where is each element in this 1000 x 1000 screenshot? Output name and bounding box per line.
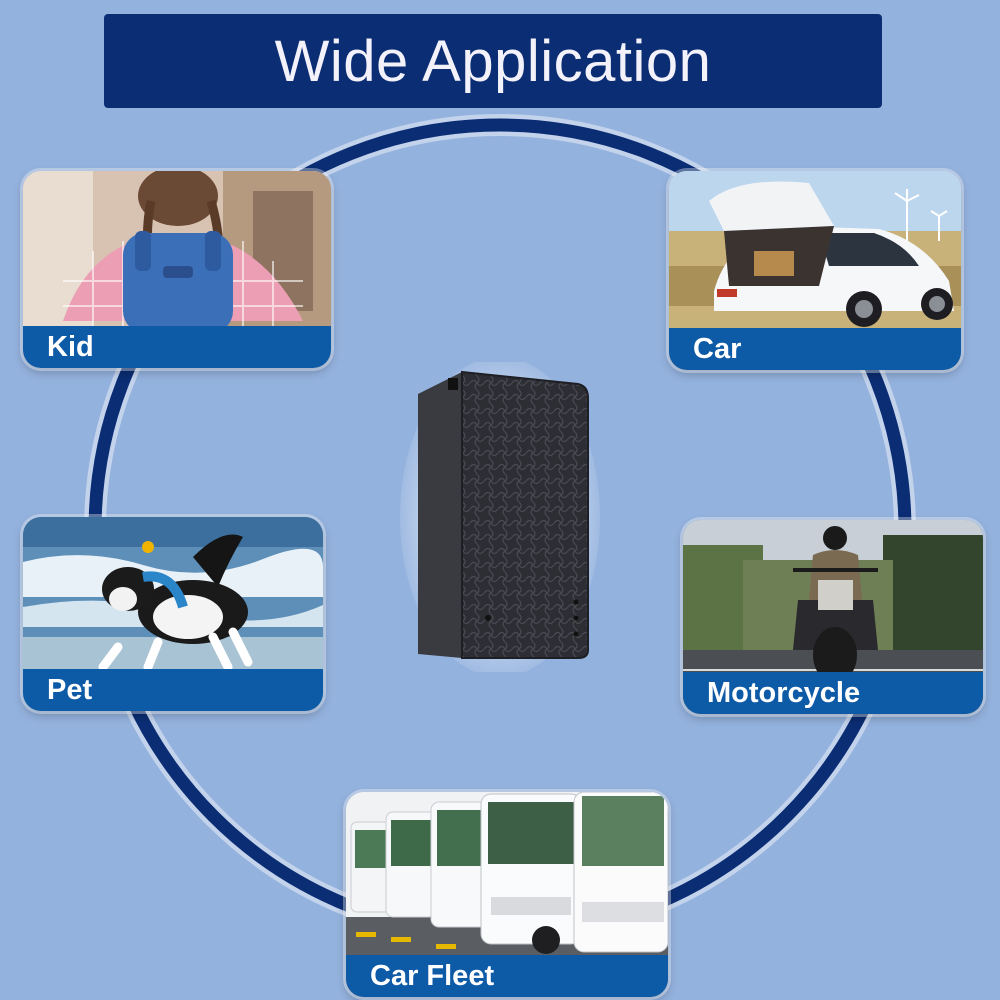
card-moto: Motorcycle: [683, 520, 983, 714]
car-fleet-label-bar: Car Fleet: [346, 955, 668, 997]
car-label-bar: Car: [669, 328, 961, 370]
pet-label: Pet: [47, 673, 93, 706]
pet-label-bar: Pet: [23, 669, 323, 711]
page-title: Wide Application: [274, 28, 712, 94]
gps-tracker-device: [400, 362, 600, 672]
title-banner: Wide Application: [104, 14, 882, 108]
kid-label-bar: Kid: [23, 326, 331, 368]
card-kid: Kid: [23, 171, 331, 368]
car-fleet-label: Car Fleet: [370, 959, 495, 992]
kid-label: Kid: [47, 330, 94, 363]
car-label: Car: [693, 332, 742, 365]
motorcycle-label-bar: Motorcycle: [683, 672, 983, 714]
card-pet: Pet: [23, 517, 323, 711]
card-car: Car: [669, 171, 961, 370]
motorcycle-label: Motorcycle: [707, 676, 861, 709]
card-fleet: Car Fleet: [346, 792, 668, 997]
